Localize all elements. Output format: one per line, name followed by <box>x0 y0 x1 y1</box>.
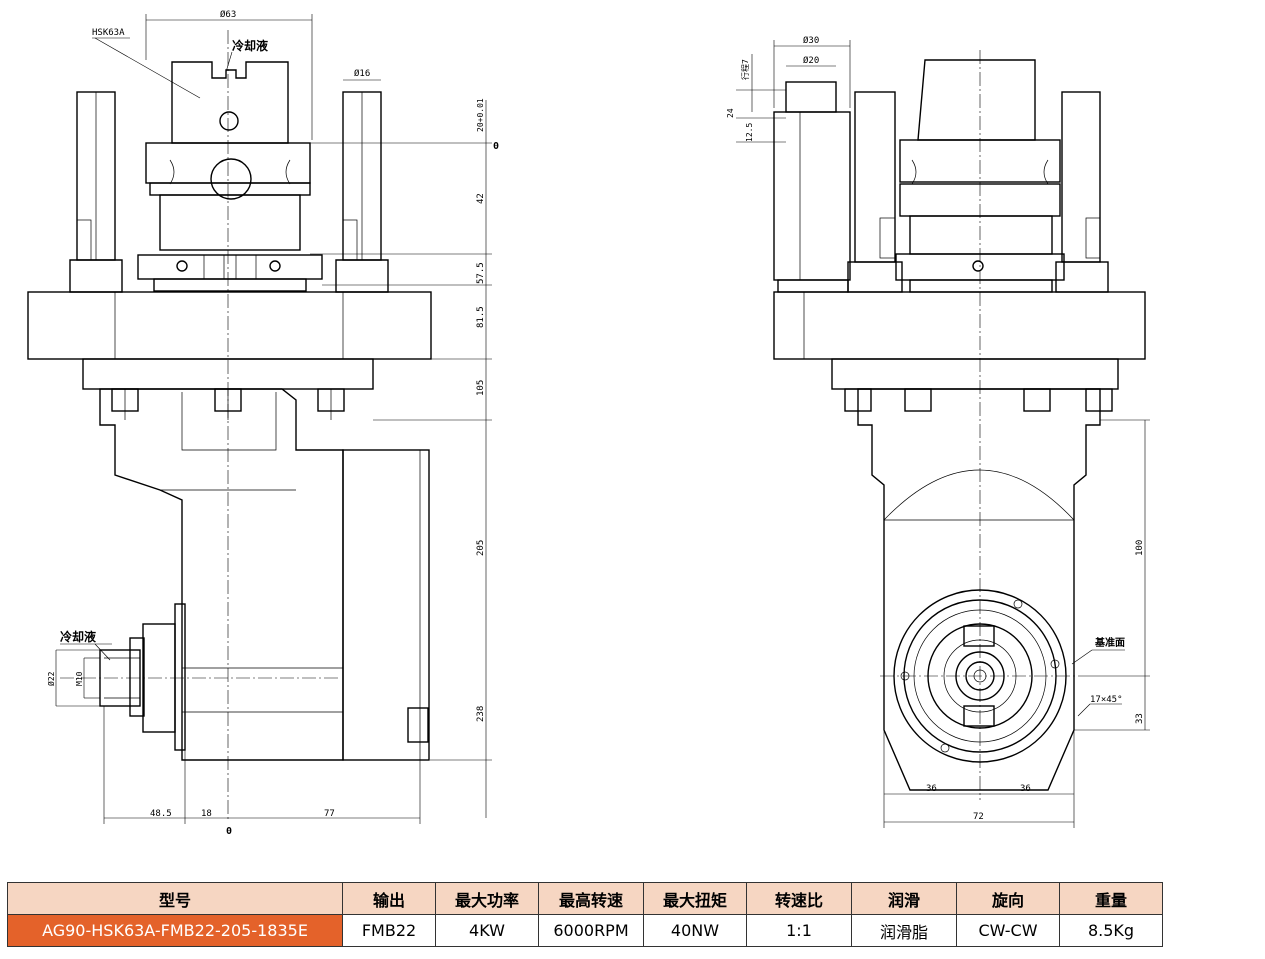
dim-d22: Ø22 <box>46 671 56 686</box>
cell-max-speed: 6000RPM <box>538 914 644 947</box>
label-hsk: HSK63A <box>92 28 125 38</box>
dim-24: 24 <box>726 108 735 118</box>
header-ratio: 转速比 <box>746 882 852 915</box>
header-max-power: 最大功率 <box>435 882 539 915</box>
dim-48: 48.5 <box>150 809 172 819</box>
header-model: 型号 <box>7 882 343 915</box>
cell-lubrication: 润滑脂 <box>851 914 957 947</box>
dim-57: 57.5 <box>476 262 486 284</box>
technical-drawing: Ø63 Ø16 HSK63A 冷却液 0 20+0.01 42 57.5 81.… <box>27 9 1150 837</box>
spec-table: 型号 输出 最大功率 最高转速 最大扭矩 转速比 润滑 旋向 重量 AG90-H… <box>7 882 1163 947</box>
dim-dia63: Ø63 <box>220 9 236 20</box>
dim-zero-right: 0 <box>493 141 499 152</box>
cell-rotation: CW-CW <box>956 914 1060 947</box>
dim-100: 100 <box>1135 540 1145 556</box>
spec-data-row: AG90-HSK63A-FMB22-205-1835E FMB22 4KW 60… <box>7 914 1163 947</box>
dim-72: 72 <box>973 812 984 822</box>
label-chamfer: 17×45° <box>1090 695 1123 705</box>
label-stroke: 行程7 <box>740 59 750 80</box>
dim-81: 81.5 <box>476 306 486 328</box>
dim-238: 238 <box>476 706 486 722</box>
spec-header-row: 型号 输出 最大功率 最高转速 最大扭矩 转速比 润滑 旋向 重量 <box>7 882 1163 915</box>
header-max-speed: 最高转速 <box>538 882 644 915</box>
cell-max-power: 4KW <box>435 914 539 947</box>
dim-dia30: Ø30 <box>803 35 819 46</box>
label-datum: 基准面 <box>1094 636 1125 649</box>
front-dimensions: Ø63 Ø16 HSK63A 冷却液 0 20+0.01 42 57.5 81.… <box>46 9 499 837</box>
cell-ratio: 1:1 <box>746 914 852 947</box>
header-max-torque: 最大扭矩 <box>643 882 747 915</box>
dim-18: 18 <box>201 809 212 819</box>
dim-77: 77 <box>324 809 335 819</box>
dim-33: 33 <box>1135 713 1145 724</box>
label-coolant-side: 冷却液 <box>60 629 96 644</box>
header-rotation: 旋向 <box>956 882 1060 915</box>
side-dimensions: Ø30 Ø20 行程7 24 12.5 100 33 基准面 17×45° 36… <box>726 35 1150 828</box>
cell-output: FMB22 <box>342 914 436 947</box>
dim-205: 205 <box>476 540 486 556</box>
header-output: 输出 <box>342 882 436 915</box>
header-lubrication: 润滑 <box>851 882 957 915</box>
dim-36b: 36 <box>1020 784 1031 794</box>
cell-max-torque: 40NW <box>643 914 747 947</box>
dim-dia20: Ø20 <box>803 55 819 66</box>
label-coolant-top: 冷却液 <box>232 38 268 53</box>
dim-105: 105 <box>476 380 486 396</box>
dim-dia16: Ø16 <box>354 68 370 79</box>
dim-42: 42 <box>476 193 486 204</box>
side-view <box>773 50 1146 800</box>
cell-weight: 8.5Kg <box>1059 914 1163 947</box>
header-weight: 重量 <box>1059 882 1163 915</box>
dim-20: 20+0.01 <box>476 98 485 132</box>
dim-m10: M10 <box>75 671 84 686</box>
front-view <box>27 30 432 820</box>
dim-12: 12.5 <box>745 123 754 142</box>
cell-model: AG90-HSK63A-FMB22-205-1835E <box>7 914 343 947</box>
dim-zero-bottom: 0 <box>226 826 232 837</box>
dim-36a: 36 <box>926 784 937 794</box>
